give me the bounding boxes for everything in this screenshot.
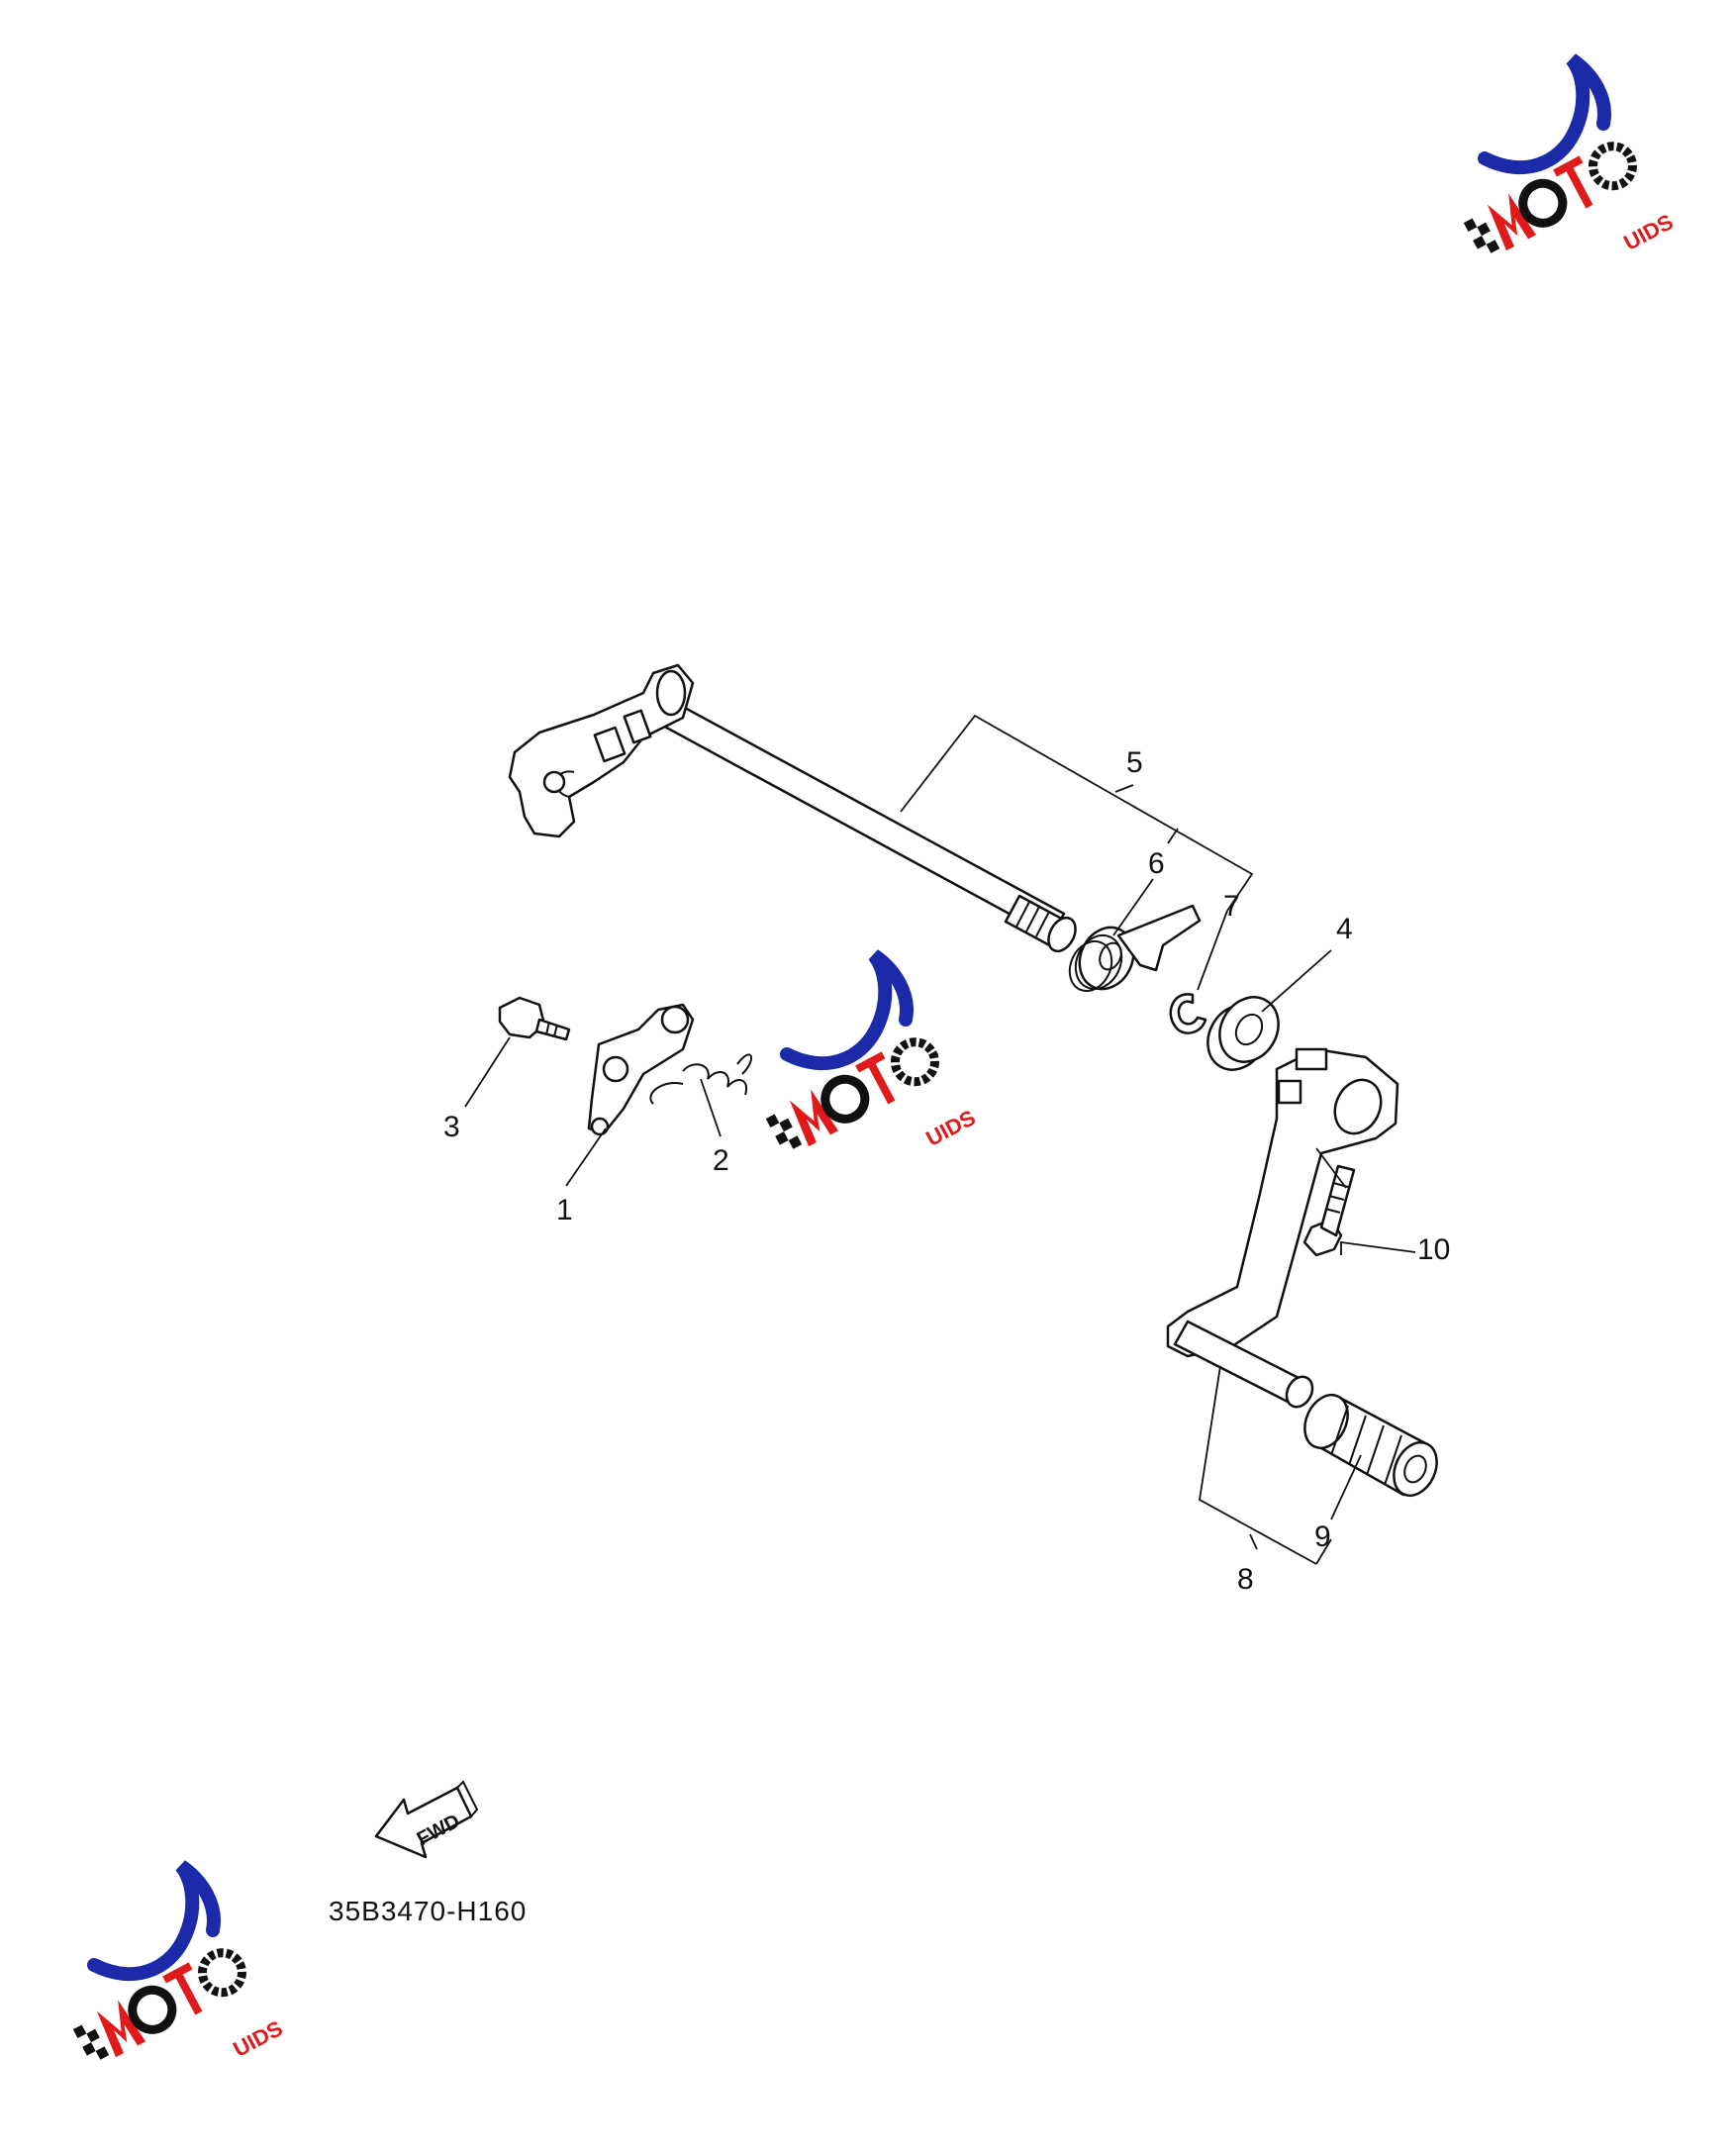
drawing-code: 35B3470-H160 (329, 1896, 527, 1926)
callout-5: 5 (1126, 746, 1143, 779)
part-3-bolt (498, 996, 571, 1041)
part-4-oil-seal (1206, 996, 1280, 1071)
leader-lines (464, 714, 1416, 1565)
callout-8: 8 (1237, 1563, 1254, 1596)
callout-6: 6 (1148, 847, 1165, 880)
callout-2: 2 (713, 1144, 729, 1177)
part-8-shift-pedal (1166, 1047, 1399, 1409)
part-10-pedal-bolt (1302, 1164, 1356, 1257)
callout-10: 10 (1417, 1233, 1450, 1266)
watermark-text: UIDS (229, 2015, 286, 2062)
watermark-logo-center: UIDS (763, 955, 980, 1158)
part-6-torsion-spring (1068, 904, 1202, 993)
watermark-text: UIDS (1619, 209, 1677, 255)
part-5-shift-shaft (508, 663, 1077, 953)
part-2-spring (649, 1053, 752, 1105)
callout-4: 4 (1336, 913, 1353, 945)
part-1-stopper-lever (587, 1003, 695, 1136)
callout-7: 7 (1223, 890, 1240, 923)
watermark-logo-top-right: UIDS (1461, 59, 1678, 262)
callout-9: 9 (1314, 1520, 1331, 1553)
forward-direction-arrow: FWD (374, 1780, 479, 1859)
callout-1: 1 (556, 1194, 573, 1226)
callout-3: 3 (443, 1111, 460, 1143)
watermark-text: UIDS (921, 1105, 979, 1151)
part-9-pedal-rubber (1303, 1394, 1438, 1497)
part-7-circlip (1169, 993, 1207, 1034)
watermark-logo-bottom-left: UIDS (70, 1866, 287, 2069)
